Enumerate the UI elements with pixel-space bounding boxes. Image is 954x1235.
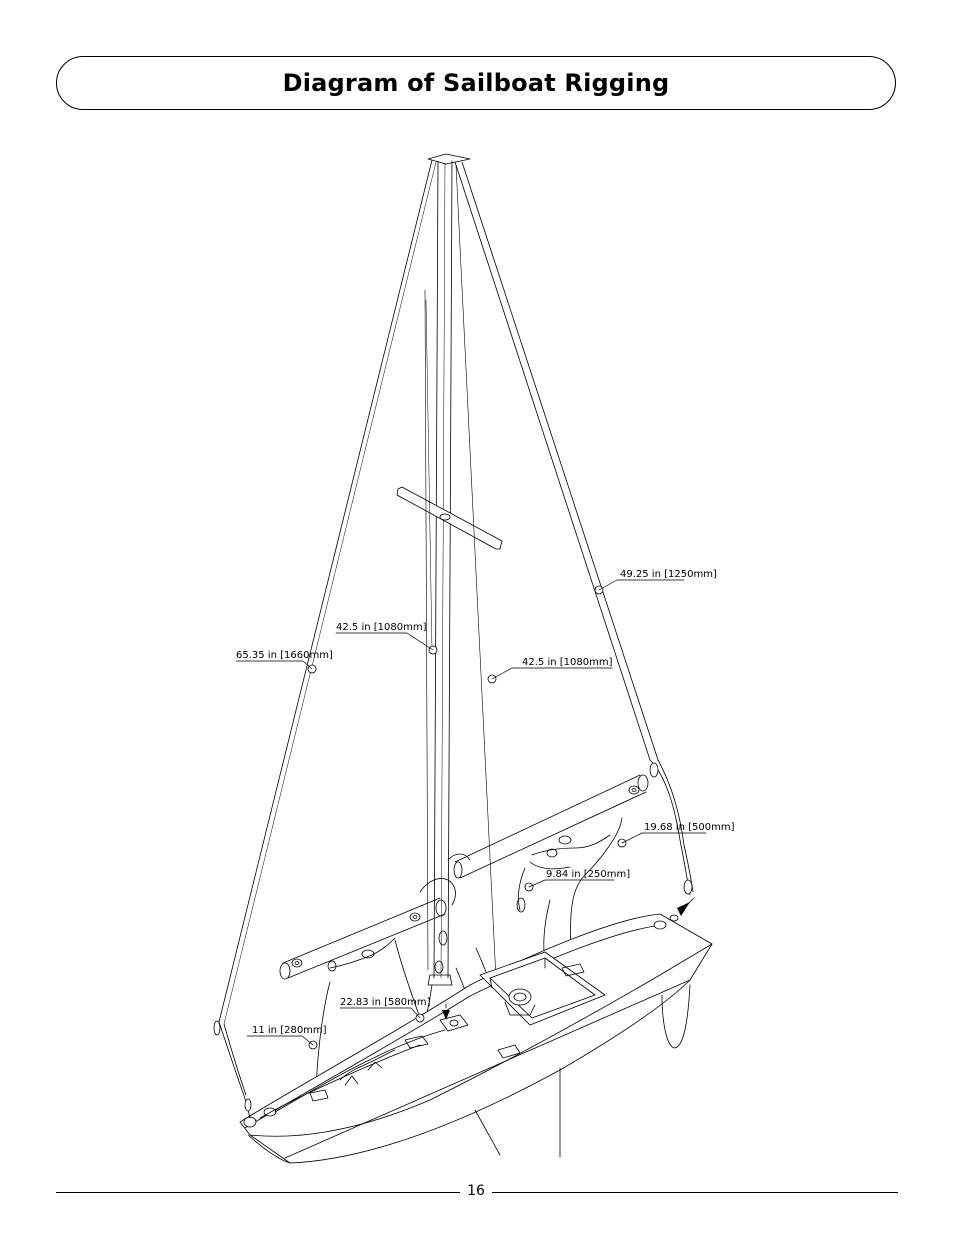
leader-lines xyxy=(235,579,707,1046)
backstay-length-label: 65.35 in [1660mm] xyxy=(236,650,333,661)
mainsail-luff xyxy=(424,289,433,971)
keel xyxy=(474,984,691,1158)
main-boom-line-length-label: 11 in [280mm] xyxy=(252,1025,327,1036)
jib-boom xyxy=(453,774,649,879)
mainsail-luff-length-label: 42.5 in [1080mm] xyxy=(336,622,427,633)
backstay xyxy=(218,159,437,1025)
jib-boom-line-length-label: 9.84 in [250mm] xyxy=(546,869,630,880)
jib-luff-length-label: 42.5 in [1080mm] xyxy=(522,657,613,668)
forestay xyxy=(454,161,694,896)
forestay-length-label: 49.25 in [1250mm] xyxy=(620,569,717,580)
footer-rule-right xyxy=(492,1192,898,1193)
page-number: 16 xyxy=(467,1183,485,1199)
page-title: Diagram of Sailboat Rigging xyxy=(282,69,670,97)
deck-fittings xyxy=(243,914,679,1128)
hull xyxy=(239,913,713,1164)
assembly-arrows xyxy=(442,902,690,1020)
jib-sheet-length-label: 19.68 in [500mm] xyxy=(644,822,735,833)
masthead xyxy=(427,153,471,165)
main-sheet-length-label: 22.83 in [580mm] xyxy=(340,997,431,1008)
backstay-turnbuckle xyxy=(213,1020,252,1119)
gooseneck xyxy=(419,853,471,986)
title-banner: Diagram of Sailboat Rigging xyxy=(56,56,896,110)
footer-rule-left xyxy=(56,1192,460,1193)
jib-luff xyxy=(455,164,498,1001)
mast xyxy=(433,160,453,979)
deck-hatch xyxy=(479,951,606,1026)
main-boom xyxy=(279,897,446,980)
